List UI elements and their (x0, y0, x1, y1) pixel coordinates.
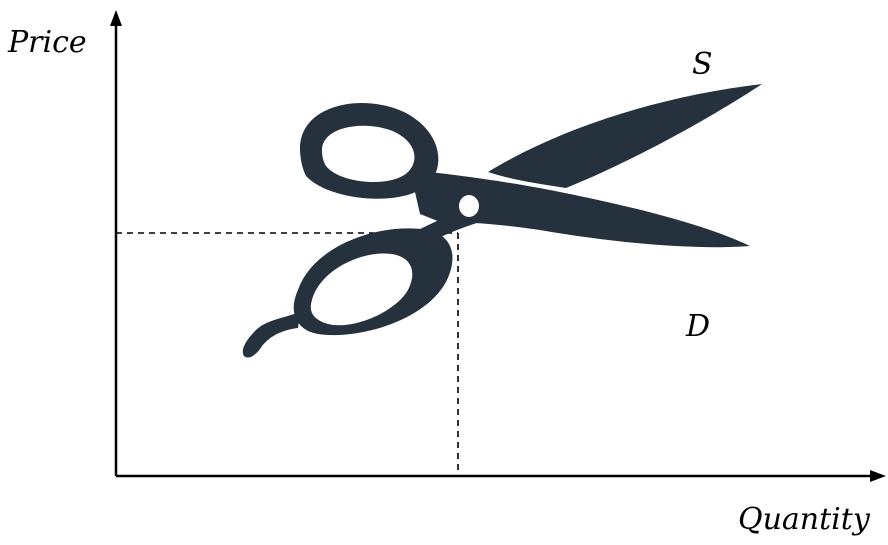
demand-curve-label: D (686, 312, 710, 342)
x-axis-label: Quantity (738, 505, 870, 535)
scissors-icon (243, 84, 762, 358)
scissors-finger-rest (243, 312, 300, 358)
supply-curve-label: S (692, 50, 713, 80)
x-axis-arrowhead (870, 470, 886, 482)
y-axis-arrowhead (110, 10, 122, 26)
scissors-lower-handle (294, 228, 453, 335)
scissors-upper-blade (488, 84, 762, 188)
y-axis-label: Price (8, 28, 87, 58)
scissors-pivot (459, 195, 479, 217)
axes (110, 10, 886, 482)
equilibrium-guides (116, 233, 458, 476)
